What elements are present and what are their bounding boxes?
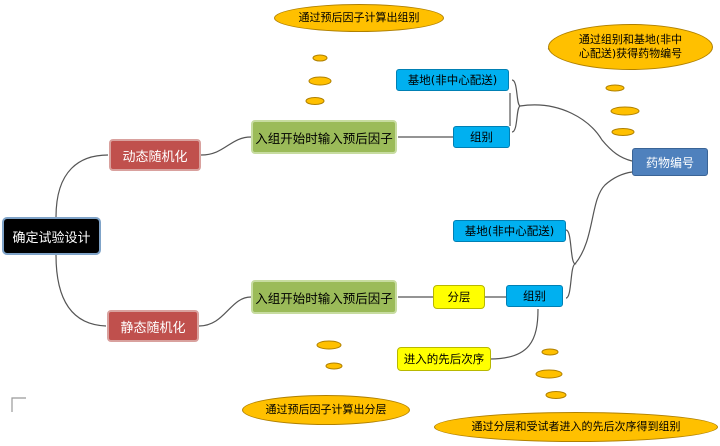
connector-order-group [489,308,539,360]
drug-number-node[interactable]: 药物编号 [632,148,708,176]
connector-root-dynamic [55,154,109,218]
note-bubble [541,348,559,356]
note-bubble [325,362,343,370]
note-bubble [312,54,328,62]
note-drug-number-line2: 心配送)获得药物编号 [578,47,683,60]
brace-bottom [565,229,577,299]
note-bubble [605,84,625,92]
dynamic-randomization-node[interactable]: 动态随机化 [109,139,201,171]
static-randomization-node[interactable]: 静态随机化 [107,310,199,342]
dynamic-input-node[interactable]: 入组开始时输入预后因子 [251,120,397,154]
dynamic-group-node[interactable]: 组别 [453,126,510,148]
note-bubble [611,128,635,136]
dynamic-site-node[interactable]: 基地(非中心配送) [396,69,509,91]
note-bubble [305,97,325,105]
note-bubble [535,369,563,379]
root-node[interactable]: 确定试验设计 [2,217,101,255]
connector-brace-drug-bottom [574,171,633,265]
note-bubble [610,106,640,116]
note-bubble [316,340,342,350]
brace-top [511,79,522,133]
note-calc-stratum: 通过预后因子计算出分层 [242,395,410,425]
page-corner-mark [11,397,26,412]
note-drug-number: 通过组别和基地(非中 心配送)获得药物编号 [548,24,713,70]
static-input-node[interactable]: 入组开始时输入预后因子 [251,280,397,314]
stratum-node[interactable]: 分层 [433,285,485,309]
static-group-node[interactable]: 组别 [506,285,563,307]
connector-root-static [55,254,107,327]
connector-static-input [198,296,252,327]
note-calc-group: 通过预后因子计算出组别 [274,4,444,32]
note-stratum-order-group: 通过分层和受试者进入的先后次序得到组别 [434,412,718,442]
connector-dynamic-input [200,136,252,156]
note-bubble [308,76,332,86]
connector-brace-drug-top [519,104,633,162]
static-site-node[interactable]: 基地(非中心配送) [453,220,566,242]
note-drug-number-line1: 通过组别和基地(非中 [578,33,683,46]
entry-order-node[interactable]: 进入的先后次序 [397,347,491,371]
note-bubble [545,391,567,399]
